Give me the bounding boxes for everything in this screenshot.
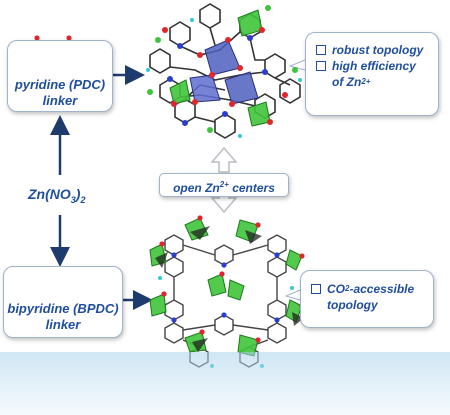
callout-bottom-item2: topology <box>327 298 378 312</box>
open-zn-centers-box: open Zn2+ centers <box>159 173 289 197</box>
zinc-nitrate-label: Zn(NO3)2 <box>26 185 88 209</box>
reflection-band <box>0 352 450 415</box>
callout-top-item3-sup: 2+ <box>361 77 371 86</box>
bpdc-linker-suffix: linker <box>45 317 81 332</box>
callout-top-item1: robust topology <box>332 43 424 57</box>
zinc-label-sub1: 3 <box>70 194 76 205</box>
callout-top-item2: high efficiency <box>332 59 416 73</box>
zinc-label-main: Zn(NO <box>28 186 71 202</box>
callout-top-pointer <box>288 59 306 71</box>
callout-bottom-item1: CO <box>327 282 345 296</box>
checkbox-icon <box>316 61 326 71</box>
center-label-sup: 2+ <box>219 180 229 189</box>
pdc-framework-structure <box>146 3 302 139</box>
checkbox-icon <box>316 45 326 55</box>
callout-top-item3: of Zn <box>332 75 362 89</box>
bpdc-linker-box: bipyridine (BPDC) linker <box>3 266 123 338</box>
center-label-rest: centers <box>228 181 275 195</box>
center-label-text: open Zn <box>173 181 220 195</box>
pdc-linker-name: pyridine (PDC) <box>14 77 106 92</box>
bpdc-linker-name: bipyridine (BPDC) <box>7 301 119 316</box>
callout-bottom-item1-sub: 2 <box>345 284 350 293</box>
callout-bottom-pointer <box>284 289 301 301</box>
pdc-linker-box: pyridine (PDC) linker <box>7 40 113 112</box>
zinc-label-close: ) <box>75 186 81 202</box>
bpdc-framework-structure <box>149 215 305 368</box>
checkbox-icon <box>311 284 321 294</box>
callout-bottom-item1-rest: -accessible <box>349 282 415 296</box>
pdc-linker-suffix: linker <box>42 93 78 108</box>
zinc-label-sub2: 2 <box>80 194 86 205</box>
